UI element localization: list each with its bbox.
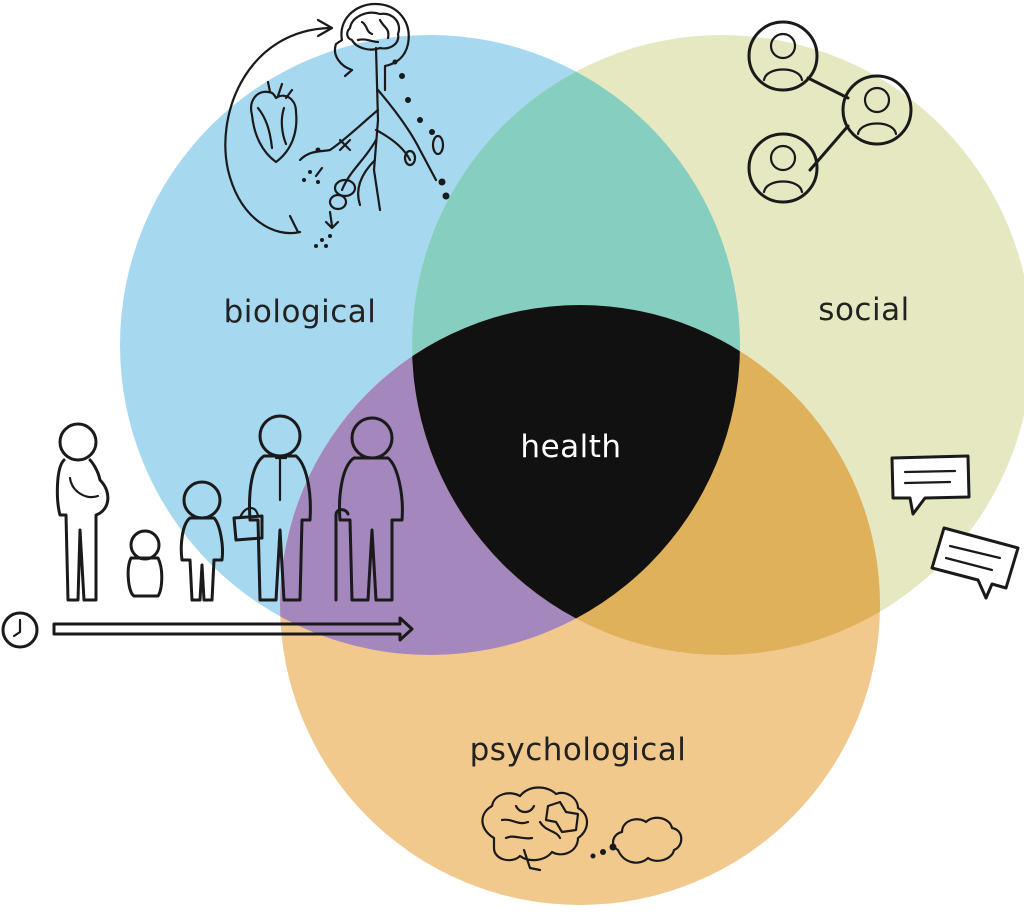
speech-bubbles-icon: [890, 454, 1020, 600]
brain-thought-cloud-icon: [481, 786, 683, 872]
social-network-icon: [747, 20, 913, 204]
life-stages-icon: [55, 414, 404, 602]
psychological-label: psychological: [470, 732, 687, 768]
biological-label: biological: [224, 294, 377, 330]
anatomy-heart-brain-icon: [224, 2, 450, 248]
social-label: social: [818, 292, 909, 328]
clock-timeline-icon: [1, 611, 414, 649]
health-label: health: [520, 429, 621, 465]
